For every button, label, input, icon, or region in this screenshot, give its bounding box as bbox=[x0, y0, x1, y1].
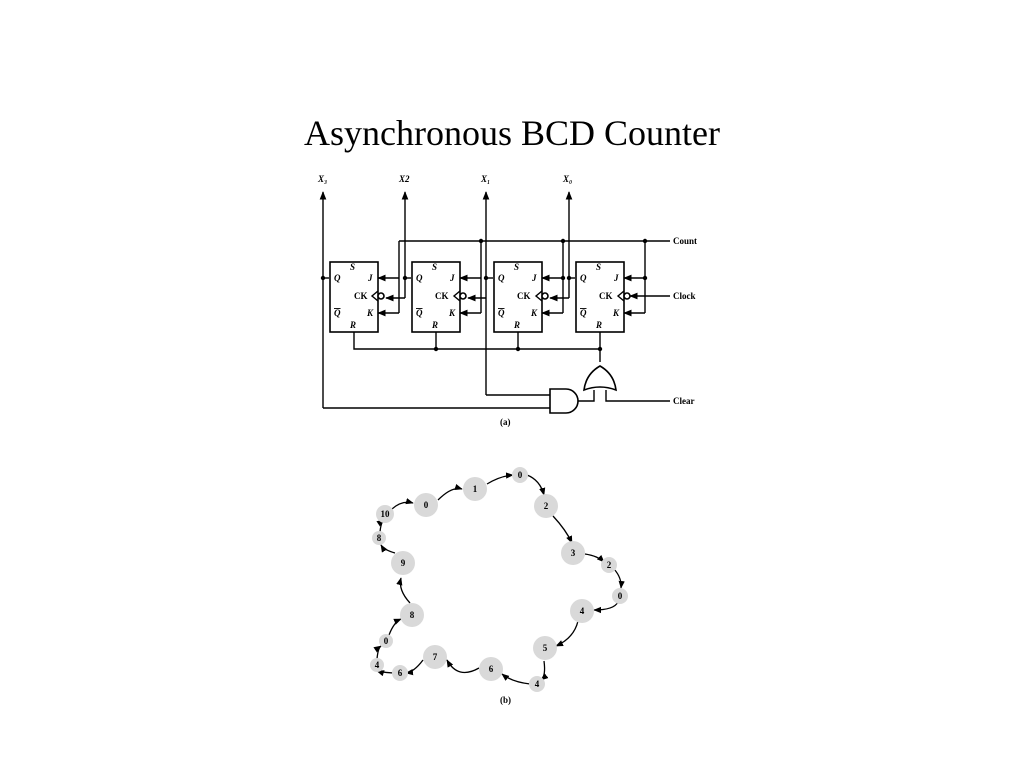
state-label: 4 bbox=[580, 606, 585, 616]
state-label: 0 bbox=[384, 636, 389, 646]
state-label: 10 bbox=[381, 509, 391, 519]
svg-text:Q: Q bbox=[334, 273, 341, 283]
state-label: 2 bbox=[544, 501, 549, 511]
output-label-x0: X₀ bbox=[562, 174, 572, 184]
state-label: 6 bbox=[489, 664, 494, 674]
and-gate bbox=[549, 388, 579, 414]
slide-title: Asynchronous BCD Counter bbox=[304, 113, 720, 153]
svg-text:K: K bbox=[612, 308, 620, 318]
output-label-x1: X₁ bbox=[480, 174, 490, 184]
state-node bbox=[479, 657, 503, 681]
svg-text:CK: CK bbox=[354, 291, 368, 301]
state-node bbox=[612, 588, 628, 604]
clock-label: Clock bbox=[673, 291, 696, 301]
state-node bbox=[423, 645, 447, 669]
svg-text:S: S bbox=[596, 262, 601, 272]
state-label: 8 bbox=[377, 533, 382, 543]
svg-text:J: J bbox=[613, 273, 619, 283]
state-label: 0 bbox=[518, 470, 523, 480]
state-node bbox=[391, 551, 415, 575]
svg-text:J: J bbox=[367, 273, 373, 283]
svg-text:S: S bbox=[350, 262, 355, 272]
svg-text:K: K bbox=[366, 308, 374, 318]
svg-text:R: R bbox=[595, 320, 602, 330]
svg-text:Q: Q bbox=[334, 308, 341, 318]
state-label: 1 bbox=[473, 484, 478, 494]
state-node bbox=[534, 494, 558, 518]
state-label: 5 bbox=[543, 643, 548, 653]
state-node bbox=[529, 676, 545, 692]
state-node bbox=[512, 467, 528, 483]
state-node bbox=[370, 658, 384, 672]
caption-b: (b) bbox=[500, 695, 511, 705]
flip-flop-3: S Q J CK Q K R bbox=[329, 261, 385, 333]
state-label: 4 bbox=[535, 679, 540, 689]
flip-flop-1: S Q J CK Q K R bbox=[493, 261, 549, 333]
state-label: 9 bbox=[401, 558, 406, 568]
svg-text:Q: Q bbox=[416, 308, 423, 318]
svg-text:S: S bbox=[432, 262, 437, 272]
flip-flop-0: S Q J CK Q K R bbox=[575, 261, 631, 333]
svg-text:Q: Q bbox=[580, 273, 587, 283]
state-node bbox=[601, 557, 617, 573]
svg-text:Q: Q bbox=[498, 273, 505, 283]
state-node bbox=[570, 599, 594, 623]
state-node bbox=[376, 505, 394, 523]
state-node bbox=[561, 541, 585, 565]
state-node bbox=[463, 477, 487, 501]
state-node bbox=[400, 603, 424, 627]
state-label: 0 bbox=[618, 591, 623, 601]
count-label: Count bbox=[673, 236, 697, 246]
svg-text:R: R bbox=[349, 320, 356, 330]
svg-text:Q: Q bbox=[416, 273, 423, 283]
svg-text:Q: Q bbox=[580, 308, 587, 318]
output-label-x2: X2 bbox=[398, 174, 410, 184]
clear-label: Clear bbox=[673, 396, 695, 406]
state-label: 0 bbox=[424, 500, 429, 510]
or-gate bbox=[583, 365, 617, 392]
state-node bbox=[372, 531, 386, 545]
state-label: 7 bbox=[433, 652, 438, 662]
state-node bbox=[533, 636, 557, 660]
svg-text:K: K bbox=[448, 308, 456, 318]
svg-text:Q: Q bbox=[498, 308, 505, 318]
svg-text:K: K bbox=[530, 308, 538, 318]
svg-text:CK: CK bbox=[517, 291, 531, 301]
svg-text:CK: CK bbox=[599, 291, 613, 301]
state-label: 3 bbox=[571, 548, 576, 558]
state-node bbox=[414, 493, 438, 517]
svg-text:J: J bbox=[531, 273, 537, 283]
state-label: 2 bbox=[607, 560, 612, 570]
caption-a: (a) bbox=[500, 417, 511, 427]
state-label: 8 bbox=[410, 610, 415, 620]
state-diagram: 0 1 0 2 3 2 0 4 5 4 6 7 6 4 0 8 9 8 10 bbox=[370, 467, 628, 692]
svg-text:R: R bbox=[431, 320, 438, 330]
state-label: 4 bbox=[375, 660, 380, 670]
state-node bbox=[392, 665, 408, 681]
reset-line bbox=[353, 332, 600, 350]
flip-flop-2: S Q J CK Q K R bbox=[411, 261, 467, 333]
state-label: 6 bbox=[398, 668, 403, 678]
svg-text:S: S bbox=[514, 262, 519, 272]
svg-text:J: J bbox=[449, 273, 455, 283]
svg-text:CK: CK bbox=[435, 291, 449, 301]
output-label-x3: X₃ bbox=[317, 174, 327, 184]
svg-text:R: R bbox=[513, 320, 520, 330]
state-node bbox=[379, 634, 393, 648]
